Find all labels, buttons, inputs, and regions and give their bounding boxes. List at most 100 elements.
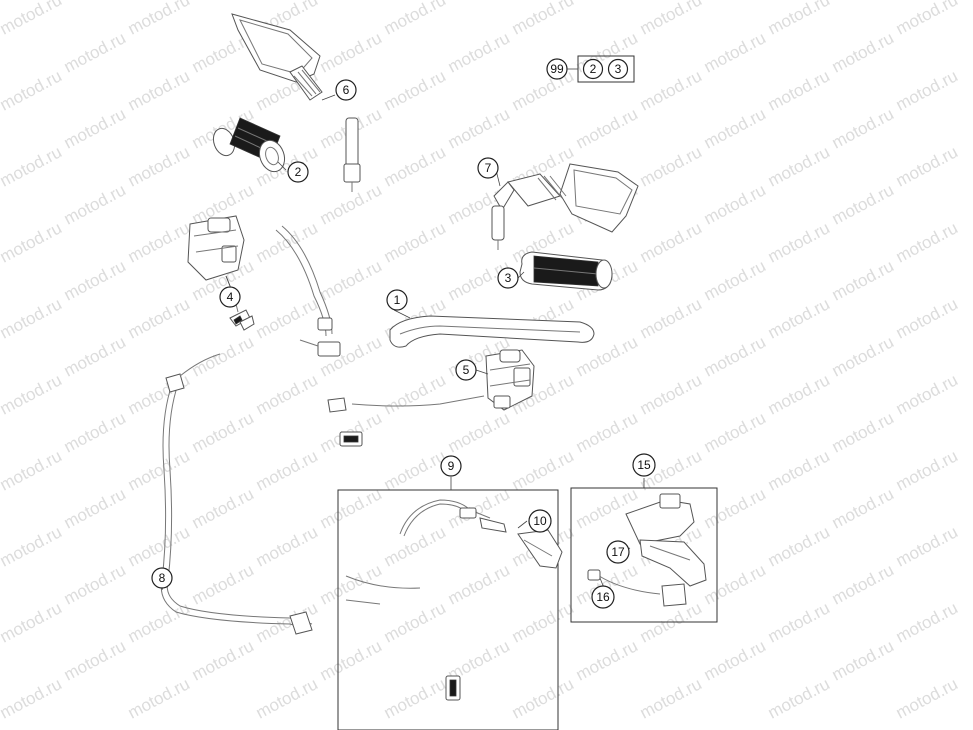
watermark-text: motod.ru xyxy=(0,142,65,190)
callout-label: 3 xyxy=(505,271,512,285)
watermark-text: motod.ru xyxy=(765,446,833,494)
watermark-text: motod.ru xyxy=(765,294,833,342)
right-grip xyxy=(519,251,613,291)
assembly-box-15 xyxy=(570,487,718,623)
callout-label: 3 xyxy=(615,62,622,76)
watermark-text: motod.ru xyxy=(893,522,961,570)
watermark-text: motod.ru xyxy=(701,28,769,76)
watermark-text: motod.ru xyxy=(125,370,193,418)
callout-9[interactable]: 9 xyxy=(440,455,462,477)
watermark-text: motod.ru xyxy=(829,28,897,76)
watermark-text: motod.ru xyxy=(765,522,833,570)
watermark-text: motod.ru xyxy=(125,0,193,39)
callout-16[interactable]: 16 xyxy=(591,585,615,609)
watermark-text: motod.ru xyxy=(445,408,513,456)
watermark-text: motod.ru xyxy=(317,28,385,76)
watermark-text: motod.ru xyxy=(125,522,193,570)
watermark-text: motod.ru xyxy=(381,66,449,114)
callout-8[interactable]: 8 xyxy=(151,567,173,589)
watermark-text: motod.ru xyxy=(61,256,129,304)
watermark-text: motod.ru xyxy=(893,66,961,114)
watermark-text: motod.ru xyxy=(125,674,193,722)
watermark-text: motod.ru xyxy=(61,180,129,228)
left-mirror xyxy=(231,13,361,192)
watermark-text: motod.ru xyxy=(381,142,449,190)
watermark-text: motod.ru xyxy=(317,256,385,304)
watermark-text: motod.ru xyxy=(189,332,257,380)
callout-15[interactable]: 15 xyxy=(632,453,656,477)
watermark-text: motod.ru xyxy=(701,636,769,684)
left-grip xyxy=(212,117,286,173)
watermark-text: motod.ru xyxy=(893,598,961,646)
callout-label: 16 xyxy=(596,590,610,604)
watermark-text: motod.ru xyxy=(381,218,449,266)
callout-17[interactable]: 17 xyxy=(606,540,630,564)
watermark-text: motod.ru xyxy=(701,408,769,456)
watermark-text: motod.ru xyxy=(125,446,193,494)
watermark-text: motod.ru xyxy=(317,484,385,532)
watermark-text: motod.ru xyxy=(829,104,897,152)
watermark-text: motod.ru xyxy=(381,674,449,722)
watermark-text: motod.ru xyxy=(253,522,321,570)
watermark-text: motod.ru xyxy=(701,484,769,532)
callout-label: 4 xyxy=(227,290,234,304)
callout-10[interactable]: 10 xyxy=(528,509,552,533)
watermark-text: motod.ru xyxy=(61,636,129,684)
watermark-text: motod.ru xyxy=(701,332,769,380)
watermark-text: motod.ru xyxy=(381,370,449,418)
watermark-text: motod.ru xyxy=(0,294,65,342)
callout-label: 2 xyxy=(590,62,597,76)
watermark-text: motod.ru xyxy=(317,636,385,684)
watermark-text: motod.ru xyxy=(829,560,897,608)
callout-1[interactable]: 1 xyxy=(386,289,408,311)
callout-3[interactable]: 3 xyxy=(497,267,519,289)
watermark-text: motod.ru xyxy=(765,142,833,190)
callout-label: 6 xyxy=(343,83,350,97)
watermark-text: motod.ru xyxy=(701,256,769,304)
watermark-text: motod.ru xyxy=(445,104,513,152)
watermark-text: motod.ru xyxy=(893,218,961,266)
kit-item-2[interactable]: 2 xyxy=(582,58,604,80)
watermark-text: motod.ru xyxy=(829,636,897,684)
watermark-text: motod.ru xyxy=(381,522,449,570)
callout-label: 7 xyxy=(485,161,492,175)
callout-4[interactable]: 4 xyxy=(219,286,241,308)
watermark-text: motod.ru xyxy=(0,522,65,570)
watermark-text: motod.ru xyxy=(125,142,193,190)
watermark-text: motod.ru xyxy=(701,180,769,228)
watermark-text: motod.ru xyxy=(765,218,833,266)
watermark-text: motod.ru xyxy=(509,446,577,494)
watermark-text: motod.ru xyxy=(701,560,769,608)
watermark-text: motod.ru xyxy=(509,66,577,114)
kit-item-3[interactable]: 3 xyxy=(607,58,629,80)
watermark-text: motod.ru xyxy=(61,28,129,76)
watermark-text: motod.ru xyxy=(61,484,129,532)
watermark-text: motod.ru xyxy=(893,370,961,418)
watermark-text: motod.ru xyxy=(573,636,641,684)
watermark-text: motod.ru xyxy=(829,180,897,228)
watermark-text: motod.ru xyxy=(765,0,833,39)
watermark-text: motod.ru xyxy=(445,560,513,608)
callout-label: 10 xyxy=(533,514,547,528)
left-switch xyxy=(187,215,255,331)
callout-2[interactable]: 2 xyxy=(287,161,309,183)
handlebar xyxy=(389,315,595,348)
watermark-text: motod.ru xyxy=(637,0,705,39)
watermark-text: motod.ru xyxy=(0,370,65,418)
callout-5[interactable]: 5 xyxy=(455,359,477,381)
watermark-text: motod.ru xyxy=(253,674,321,722)
watermark-text: motod.ru xyxy=(317,180,385,228)
watermark-text: motod.ru xyxy=(637,674,705,722)
watermark-text: motod.ru xyxy=(381,598,449,646)
watermark-text: motod.ru xyxy=(637,370,705,418)
callout-99[interactable]: 99 xyxy=(546,58,568,80)
watermark-text: motod.ru xyxy=(253,218,321,266)
watermark-text: motod.ru xyxy=(125,294,193,342)
callout-label: 5 xyxy=(463,363,470,377)
callout-label: 2 xyxy=(295,165,302,179)
callout-6[interactable]: 6 xyxy=(335,79,357,101)
watermark-text: motod.ru xyxy=(765,66,833,114)
watermark-text: motod.ru xyxy=(701,104,769,152)
callout-7[interactable]: 7 xyxy=(477,157,499,179)
